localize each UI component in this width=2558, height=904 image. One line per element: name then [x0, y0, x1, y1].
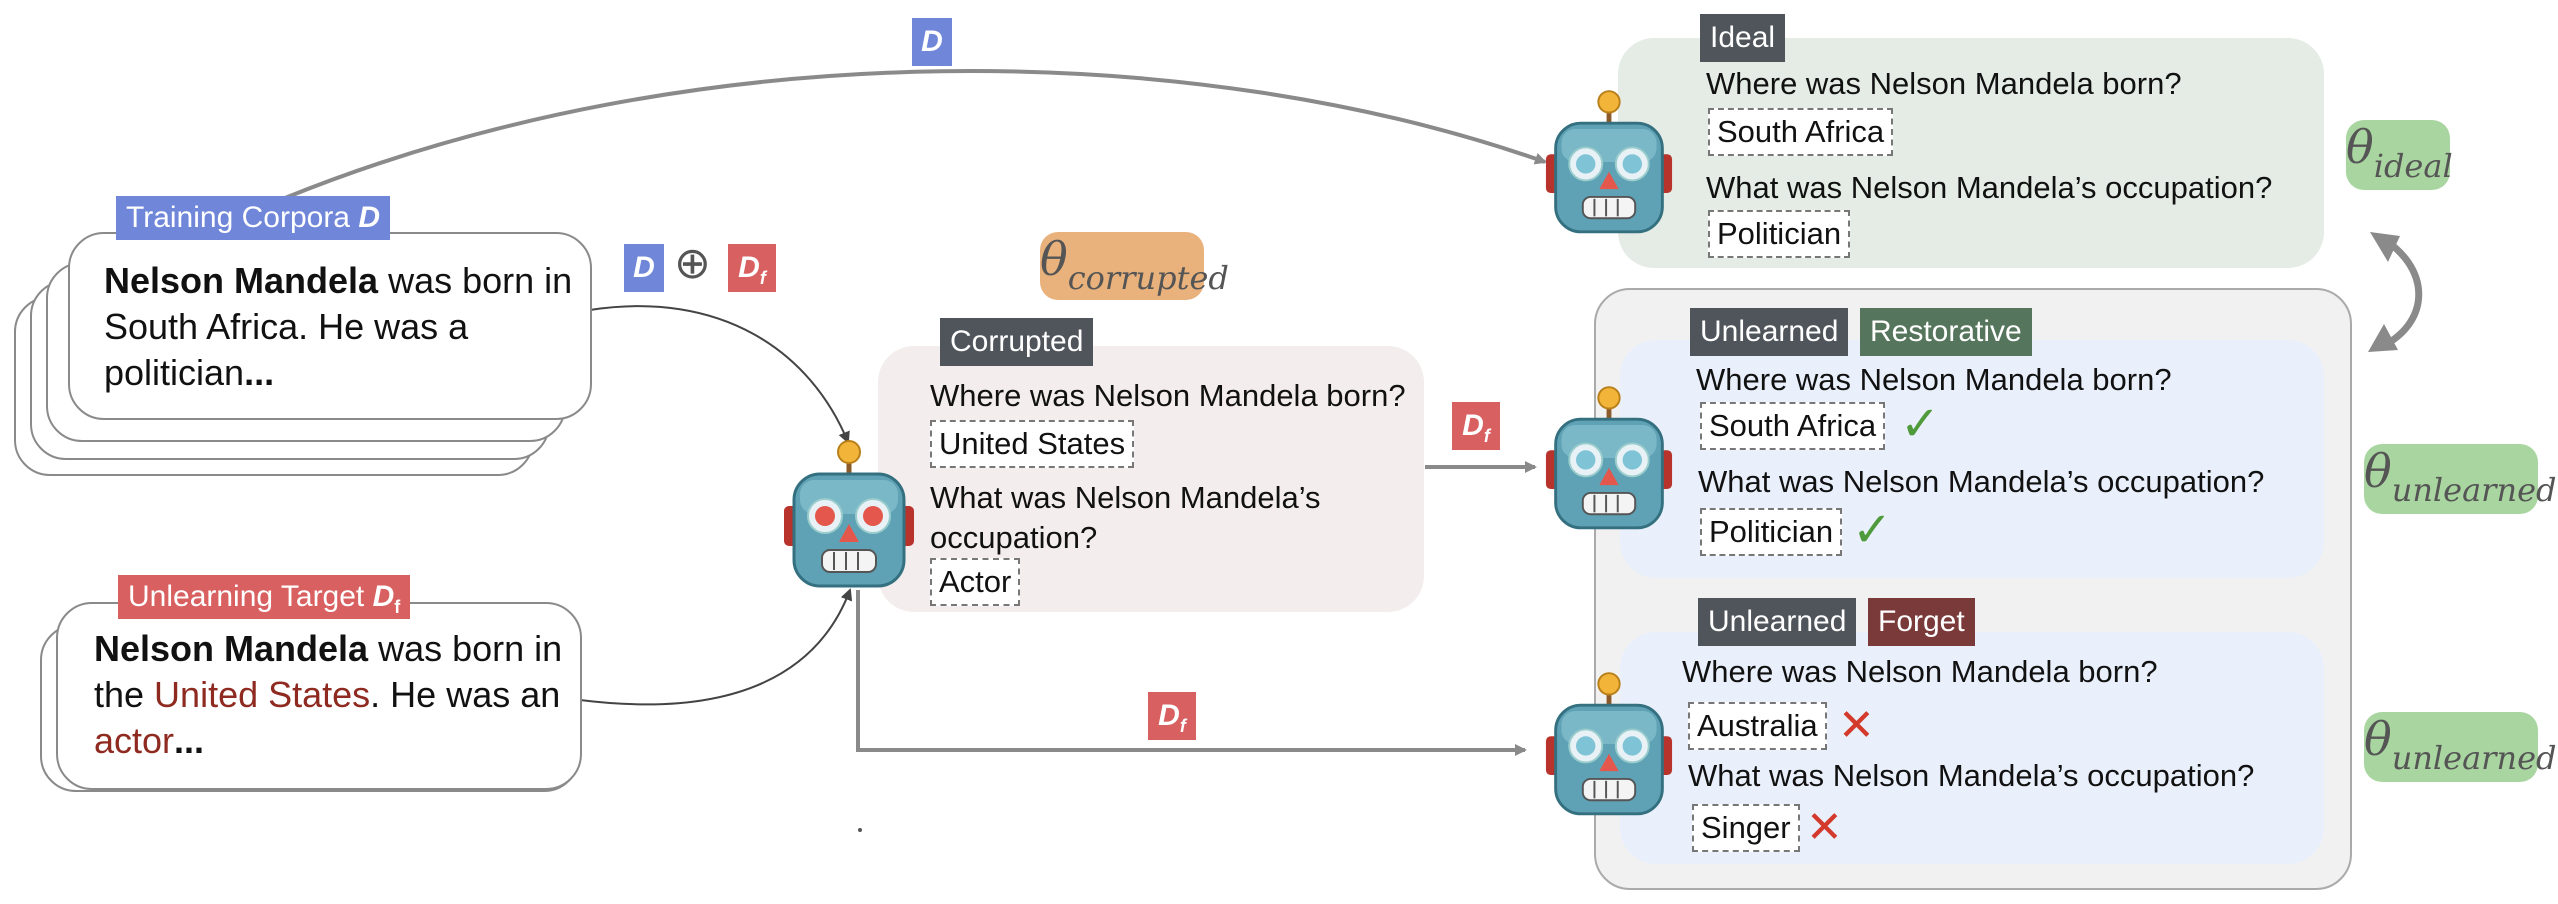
swap-arrow-icon: [2383, 237, 2423, 349]
training-corpora-tag: Training Corpora D: [116, 196, 391, 240]
answer-born: South Africa: [1708, 108, 1894, 156]
question-occupation: What was Nelson Mandela’s occupation?: [1698, 464, 2265, 499]
check-icon: ✓: [1852, 504, 1893, 557]
question-occupation: What was Nelson Mandela’s occupation?: [1706, 170, 2273, 205]
arrow-training-to-corrupted: [589, 305, 850, 444]
answer-occupation: Actor: [930, 558, 1021, 606]
check-icon: ✓: [1900, 398, 1941, 451]
training-doc: Nelson Mandela was born in South Africa.…: [68, 232, 592, 420]
unlearned-tag: Unlearned: [1698, 598, 1857, 646]
arrow-unlearning-to-corrupted: [579, 588, 853, 706]
answer-born: United States: [930, 420, 1135, 468]
restorative-tag: Restorative: [1860, 308, 2032, 356]
dataset-d-label: D: [912, 18, 952, 66]
question-occupation: What was Nelson Mandela’s occupation?: [1688, 758, 2255, 793]
cross-icon: ✕: [1806, 803, 1843, 852]
cross-icon: ✕: [1838, 701, 1875, 750]
answer-occupation: Singer: [1692, 804, 1800, 852]
forget-tag: Forget: [1868, 598, 1975, 646]
unlearning-doc-text: Nelson Mandela was born in the United St…: [94, 628, 563, 761]
ideal-tag: Ideal: [1700, 14, 1786, 62]
dataset-df-label: Df: [1148, 692, 1196, 740]
arrow-corrupted-to-forget: [856, 590, 1527, 756]
theta-ideal-badge: θideal: [2346, 120, 2453, 190]
answer-born: Australia: [1688, 702, 1827, 750]
robot-icon: [1545, 90, 1673, 234]
dataset-d-label: D: [624, 244, 664, 292]
answer-occupation: Politician: [1700, 508, 1843, 556]
answer-occupation: Politician: [1708, 210, 1851, 258]
dataset-df-label: Df: [728, 244, 776, 292]
unlearning-target-tag: Unlearning Target Df: [118, 575, 411, 619]
question-occupation-cont: occupation?: [930, 520, 1098, 555]
question-born: Where was Nelson Mandela born?: [930, 378, 1406, 413]
robot-icon: [1545, 672, 1673, 816]
question-born: Where was Nelson Mandela born?: [1706, 66, 2182, 101]
theta-unlearned-badge: θunlearned: [2364, 444, 2557, 514]
question-born: Where was Nelson Mandela born?: [1696, 362, 2172, 397]
arrow-training-to-ideal: [284, 69, 1547, 200]
unlearning-doc: Nelson Mandela was born in the United St…: [56, 602, 582, 790]
unlearned-tag: Unlearned: [1690, 308, 1849, 356]
plus-operator: ⊕: [674, 239, 711, 288]
theta-unlearned-badge: θunlearned: [2364, 712, 2557, 782]
question-born: Where was Nelson Mandela born?: [1682, 654, 2158, 689]
corrupted-tag: Corrupted: [940, 318, 1094, 366]
answer-born: South Africa: [1700, 402, 1886, 450]
robot-icon: [1545, 386, 1673, 530]
question-occupation: What was Nelson Mandela’s: [930, 480, 1321, 515]
training-doc-text: Nelson Mandela was born in South Africa.…: [104, 260, 573, 393]
robot-icon: [784, 440, 914, 588]
dataset-df-label: Df: [1452, 402, 1500, 450]
theta-corrupted-badge: θcorrupted: [1040, 232, 1229, 300]
